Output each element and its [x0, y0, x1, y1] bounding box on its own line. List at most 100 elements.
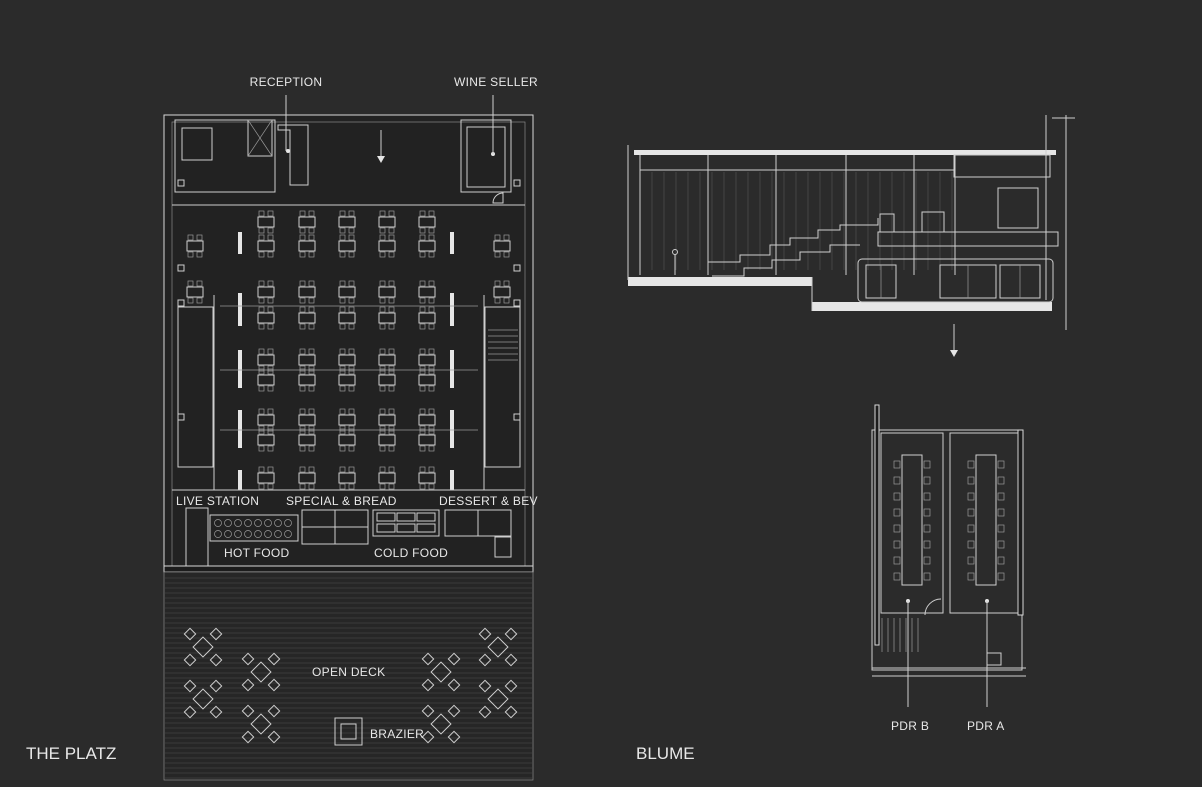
chair [348, 385, 355, 392]
deck-chair [421, 730, 435, 744]
pdr-chair [923, 476, 931, 485]
chair [428, 348, 435, 355]
brazier-label: BRAZIER [370, 727, 424, 741]
chair [187, 234, 194, 241]
deck-chair [209, 705, 223, 719]
deck-chair [504, 653, 518, 667]
chair [267, 445, 274, 452]
chair [299, 408, 306, 415]
chair [196, 251, 203, 258]
deck-chair [209, 679, 223, 693]
chair [348, 368, 355, 375]
chair [379, 323, 386, 330]
deck-table [421, 652, 461, 692]
dining-table [257, 414, 275, 426]
dining-table [418, 414, 436, 426]
blume-title: BLUME [636, 744, 695, 763]
deck-chair [267, 652, 281, 666]
deck-chair [447, 704, 461, 718]
chair [258, 408, 265, 415]
deck-table-top [192, 688, 214, 710]
deck-chair [447, 678, 461, 692]
pdr-chair [997, 508, 1005, 517]
chair [388, 323, 395, 330]
chair [258, 348, 265, 355]
chair [308, 306, 315, 313]
chair [267, 466, 274, 473]
chair [419, 445, 426, 452]
chair [379, 306, 386, 313]
chair [503, 234, 510, 241]
chair [428, 323, 435, 330]
chair [308, 408, 315, 415]
chair [348, 234, 355, 241]
chair [419, 466, 426, 473]
dining-table [338, 240, 356, 252]
chair [428, 428, 435, 435]
deck-table [421, 704, 461, 744]
chair [308, 428, 315, 435]
chair [267, 297, 274, 304]
dining-table [338, 374, 356, 386]
chair [299, 227, 306, 234]
special-bread-label: SPECIAL & BREAD [286, 494, 397, 508]
chair [388, 445, 395, 452]
pdr-chair [967, 508, 975, 517]
chair [419, 227, 426, 234]
dining-table [418, 312, 436, 324]
dining-table [186, 240, 204, 252]
chair [258, 280, 265, 287]
deck-chair [183, 679, 197, 693]
dining-table [257, 240, 275, 252]
dining-table [378, 354, 396, 366]
open-deck-label: OPEN DECK [312, 665, 385, 679]
food-well [224, 519, 232, 527]
chair [339, 445, 346, 452]
chair [308, 466, 315, 473]
chair [299, 368, 306, 375]
chair [379, 385, 386, 392]
chair [388, 368, 395, 375]
pdr-chair [997, 572, 1005, 581]
chair [258, 251, 265, 258]
chair [308, 323, 315, 330]
food-well [264, 519, 272, 527]
chair [339, 280, 346, 287]
chair [348, 306, 355, 313]
platz-plan: RECEPTION WINE SELLER LIVE STATION SPECI… [163, 75, 538, 781]
chair [348, 297, 355, 304]
deck-table-top [250, 713, 272, 735]
chair [388, 408, 395, 415]
column [177, 299, 185, 307]
dessert-bev-label: DESSERT & BEV [439, 494, 538, 508]
chair [379, 445, 386, 452]
chair [494, 297, 501, 304]
chair [419, 280, 426, 287]
chair [419, 408, 426, 415]
deck-chair [183, 653, 197, 667]
chair [388, 234, 395, 241]
chair [419, 428, 426, 435]
chair [379, 368, 386, 375]
chair [299, 210, 306, 217]
chair [267, 306, 274, 313]
dining-table [338, 286, 356, 298]
chair [339, 210, 346, 217]
pdr-chair [923, 556, 931, 565]
pdr-chair [893, 508, 901, 517]
deck-chair [183, 627, 197, 641]
column [177, 179, 185, 187]
pdr-chair [923, 572, 931, 581]
deck-table [478, 679, 518, 719]
chair [348, 428, 355, 435]
chair [258, 425, 265, 432]
deck-table-top [250, 661, 272, 683]
chair [308, 385, 315, 392]
dining-table [338, 472, 356, 484]
chair [299, 280, 306, 287]
chair [379, 365, 386, 372]
chair [258, 466, 265, 473]
chair [299, 445, 306, 452]
pdr-chair [893, 460, 901, 469]
